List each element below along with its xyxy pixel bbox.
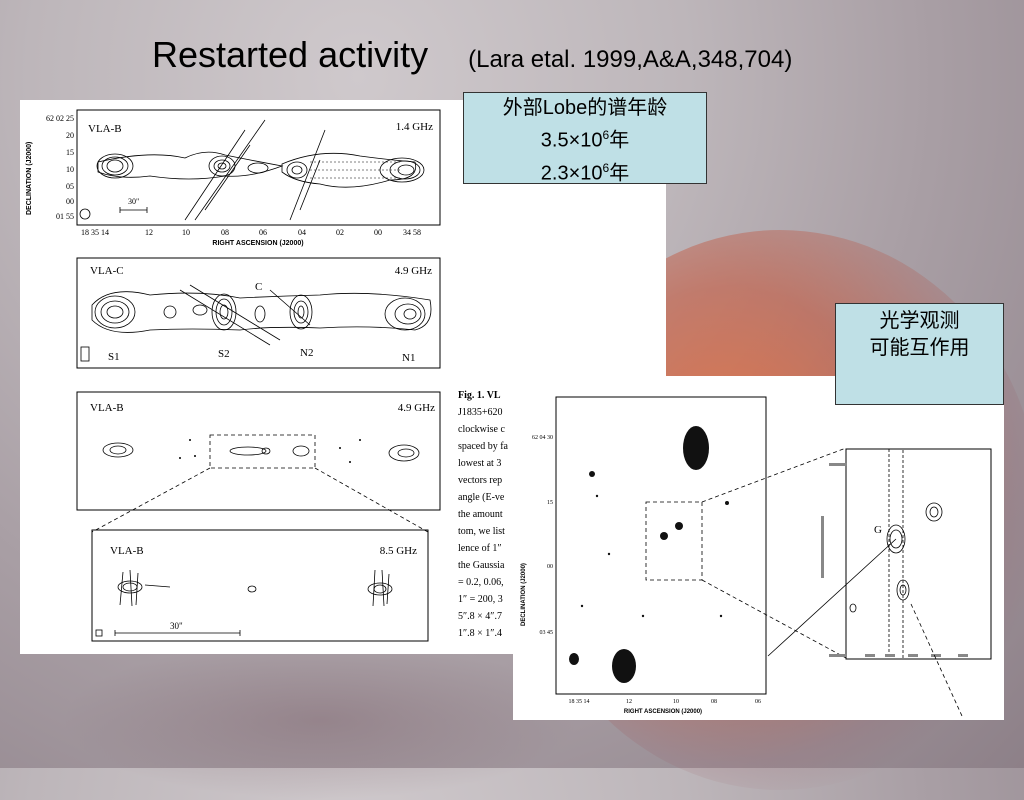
right-figure: DECLINATION (J2000) 62 04 30 15 00 03 45…	[513, 376, 1004, 720]
background-shadow	[60, 640, 580, 800]
note-optical-line2: 可能互作用	[869, 337, 970, 359]
panel-vla-b-4.9: VLA-B 4.9 GHz	[76, 391, 441, 533]
p4-scale: 30"	[170, 621, 183, 631]
p1-xtick: 02	[336, 228, 344, 237]
caption-line: = 0.2, 0.06,	[458, 577, 504, 588]
caption-line: lowest at 3	[458, 458, 501, 469]
p1-xtick: 08	[221, 228, 229, 237]
p1-x-axis: RIGHT ASCENSION (J2000)	[212, 240, 303, 247]
r-xtick: 06	[755, 699, 761, 705]
spectral-age-note: 外部Lobe的谱年龄 3.5×106年 2.3×106年	[463, 92, 707, 184]
caption-line: Fig. 1. VL	[458, 390, 501, 401]
p4-tag: VLA-B	[110, 545, 144, 557]
p1-xtick: 34 58	[403, 228, 421, 237]
r-xtick: 18 35 14	[569, 699, 590, 705]
r-x-axis: RIGHT ASCENSION (J2000)	[624, 709, 702, 715]
r-ytick: 62 04 30	[532, 435, 553, 441]
note-lobe-line1: 外部Lobe的谱年龄	[502, 97, 668, 119]
r-ytick: 03 45	[540, 630, 554, 636]
p1-ytick: 01 55	[56, 212, 74, 221]
note-optical-line1: 光学观测	[879, 310, 960, 332]
p2-label-n2: N2	[300, 347, 313, 359]
figure-caption: Fig. 1. VL J1835+620 clockwise c spaced …	[458, 390, 509, 639]
caption-line: clockwise c	[458, 424, 505, 435]
p1-ytick: 62 02 25	[46, 114, 74, 123]
caption-line: 1″ = 200, 3	[458, 594, 503, 605]
p2-label-n1: N1	[402, 352, 415, 364]
p1-xtick: 12	[145, 228, 153, 237]
p1-ytick: 05	[66, 182, 74, 191]
note-lobe-line2: 3.5×106年	[540, 128, 630, 152]
r-y-axis: DECLINATION (J2000)	[521, 563, 527, 626]
note-lobe-line3: 2.3×106年	[540, 160, 630, 185]
caption-line: tom, we list	[458, 526, 505, 537]
p1-ytick: 20	[66, 131, 74, 140]
caption-line: angle (E-ve	[458, 492, 505, 503]
r-xtick: 10	[673, 699, 679, 705]
citation: (Lara etal. 1999,A&A,348,704)	[468, 46, 793, 73]
caption-line: vectors rep	[458, 475, 502, 486]
caption-line: J1835+620	[458, 407, 503, 418]
p3-freq: 4.9 GHz	[398, 402, 435, 414]
p4-freq: 8.5 GHz	[380, 545, 417, 557]
caption-line: spaced by fa	[458, 441, 509, 452]
p1-y-axis: DECLINATION (J2000)	[26, 142, 33, 215]
slide-title: Restarted activity (Lara etal. 1999,A&A,3…	[152, 34, 792, 76]
r-ytick: 00	[547, 564, 553, 570]
p1-xtick: 06	[259, 228, 267, 237]
right-figure-svg: DECLINATION (J2000) 62 04 30 15 00 03 45…	[521, 396, 992, 717]
p1-scale: 30"	[128, 197, 139, 206]
left-figure-svg: DECLINATION (J2000) 62 02 25 20 15 10 05…	[26, 109, 509, 642]
p2-label-c: C	[255, 281, 262, 293]
p2-label-s1: S1	[108, 351, 120, 363]
caption-line: lence of 1″	[458, 543, 502, 554]
p2-label-s2: S2	[218, 348, 230, 360]
r-ytick: 15	[547, 500, 553, 506]
p1-ytick: 15	[66, 148, 74, 157]
p3-tag: VLA-B	[90, 402, 124, 414]
panel-1.4ghz: DECLINATION (J2000) 62 02 25 20 15 10 05…	[26, 109, 441, 247]
p1-xtick: 04	[298, 228, 306, 237]
inset-label: G	[874, 524, 882, 536]
p2-tag: VLA-C	[90, 265, 124, 277]
p2-freq: 4.9 GHz	[395, 265, 432, 277]
p1-ytick: 10	[66, 165, 74, 174]
p1-tag: VLA-B	[88, 123, 122, 135]
r-xtick: 08	[711, 699, 717, 705]
optical-note: 光学观测 可能互作用	[835, 303, 1004, 405]
p1-freq: 1.4 GHz	[396, 121, 433, 133]
panel-vla-c: VLA-C 4.9 GHz S1 S2 C N2 N1	[76, 257, 441, 369]
p1-xtick: 10	[182, 228, 190, 237]
p1-ytick: 00	[66, 197, 74, 206]
panel-vla-b-8.5: VLA-B 8.5 GHz 30"	[91, 529, 429, 642]
p1-xtick: 00	[374, 228, 382, 237]
p1-xtick: 18 35 14	[81, 228, 109, 237]
caption-line: the Gaussia	[458, 560, 505, 571]
title-text: Restarted activity	[152, 34, 429, 75]
caption-line: 1″.8 × 1″.4	[458, 628, 502, 639]
caption-line: the amount	[458, 509, 503, 520]
caption-line: 5″.8 × 4″.7	[458, 611, 502, 622]
r-xtick: 12	[626, 699, 632, 705]
